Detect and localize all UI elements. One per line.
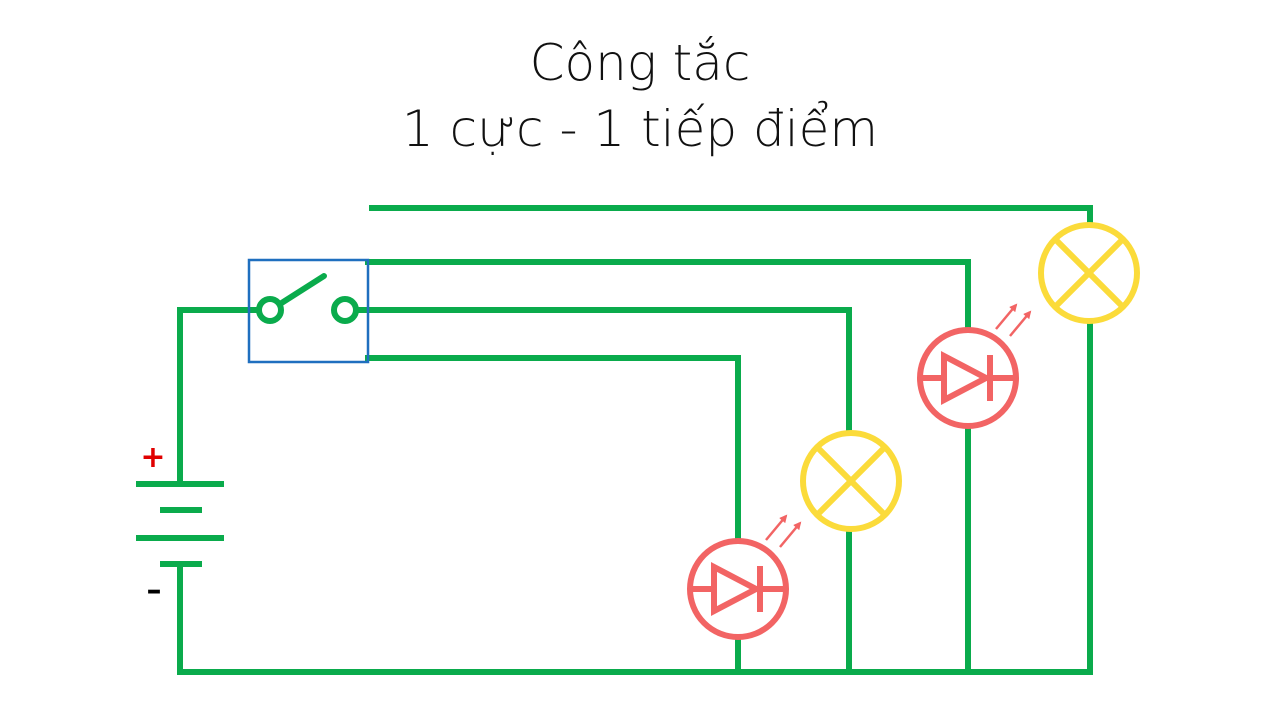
lamp-icon <box>800 430 902 532</box>
led-icon <box>687 538 789 640</box>
led-1 <box>687 514 802 640</box>
lamp-1 <box>800 430 902 532</box>
switch-spst[interactable] <box>247 258 370 364</box>
battery-minus-label: – <box>147 573 162 608</box>
battery: + – <box>136 440 224 608</box>
title-line-2: 1 cực - 1 tiếp điểm <box>401 100 879 158</box>
diagram-title: Công tắc 1 cực - 1 tiếp điểm <box>0 30 1280 162</box>
wires <box>177 205 1093 675</box>
lamp-icon <box>1038 222 1140 324</box>
switch-box <box>247 258 370 364</box>
lamp-2 <box>1038 222 1140 324</box>
title-line-1: Công tắc <box>529 34 751 92</box>
battery-icon <box>136 481 224 567</box>
wire-bottom-return <box>177 561 1093 675</box>
wire-top <box>369 205 1093 226</box>
led-2 <box>917 303 1032 429</box>
led-icon <box>917 327 1019 429</box>
light-emission-arrows-icon <box>765 514 802 548</box>
battery-plus-label: + <box>140 440 165 475</box>
wire-switch-to-led2 <box>365 259 971 330</box>
switch-icon <box>256 273 359 324</box>
wire-switch-to-led1 <box>365 355 741 541</box>
wire-switch-to-lamp1 <box>353 307 852 433</box>
light-emission-arrows-icon <box>995 303 1032 337</box>
wire-battery-to-switch <box>177 307 261 487</box>
